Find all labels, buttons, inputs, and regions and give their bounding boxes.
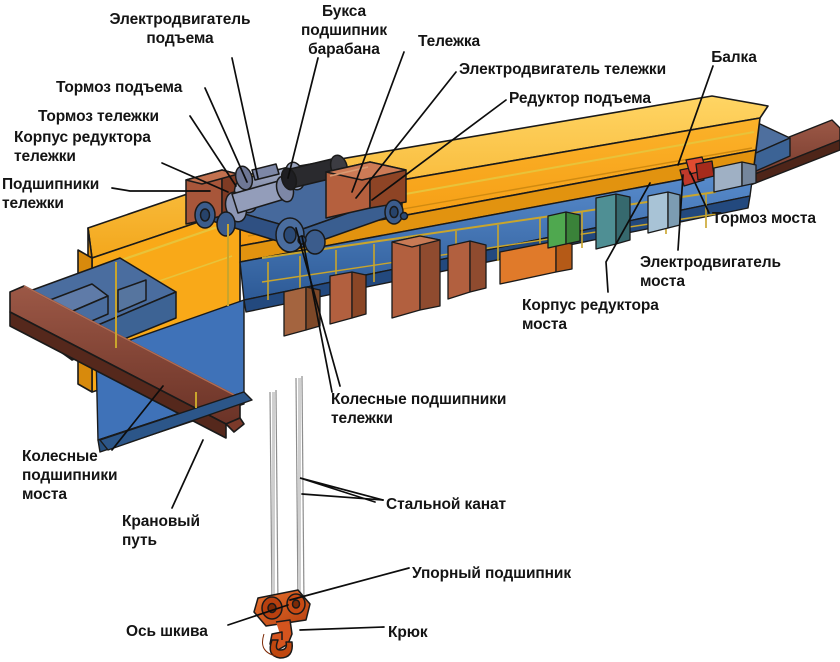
label-bridge-brake: Тормоз моста [712, 210, 816, 227]
label-trolley-motor: Электродвигатель тележки [459, 61, 666, 78]
trolley-assembly [185, 154, 409, 255]
label-hoist-motor: Электродвигатель подъема [109, 11, 251, 47]
leader-line-trolley-wheel-brgs2 [301, 235, 333, 393]
leader-line-trolley-bearings [111, 187, 211, 192]
label-hoist-brake: Тормоз подъема [56, 79, 183, 96]
label-trolley-wheel-brgs: Колесные подшипники тележки [331, 391, 507, 427]
hook-block [253, 589, 311, 659]
label-trolley-bearings: Подшипники тележки [2, 176, 100, 212]
leader-lines [111, 51, 714, 631]
leader-line-trolley-motor [355, 71, 457, 199]
label-sheave-axle: Ось шкива [126, 623, 208, 640]
rope-highlight [272, 378, 301, 608]
leader-line-beam [677, 65, 714, 166]
leader-line-steel-rope [299, 477, 384, 503]
leader-line-trolley-brake [189, 115, 237, 187]
leader-line-hoist-gearbox [371, 99, 507, 201]
label-crane-runway: Крановый путь [122, 513, 200, 549]
label-beam: Балка [711, 49, 757, 66]
label-bridge-gearcase: Корпус редуктора моста [522, 297, 659, 333]
label-bridge-motor: Электродвигатель моста [640, 254, 781, 290]
girder-trim [115, 224, 229, 408]
leader-line-sheave-axle [227, 604, 289, 626]
label-drum-bearing-box: Букса подшипник барабана [300, 3, 388, 58]
label-steel-rope: Стальной канат [386, 496, 506, 513]
trolley-wheels [194, 199, 404, 255]
leader-line-trolley-gearcase [161, 162, 229, 193]
label-trolley-gearcase: Корпус редуктора тележки [14, 129, 151, 165]
leader-line-trolley-wheel-brgs [295, 227, 341, 387]
leader-line-bridge-motor [677, 174, 684, 251]
label-bridge-wheel-brgs: Колесные подшипники моста [22, 448, 118, 503]
leader-line-hoist-motor [231, 57, 259, 179]
leader-line-steel-rope2 [301, 493, 384, 501]
leader-line-drum-bearing-box [287, 57, 319, 179]
leader-line-hook [299, 626, 385, 631]
leader-line-bridge-wheel-brgs [111, 385, 164, 451]
steel-ropes [269, 375, 305, 609]
leader-line-bridge-gearcase [605, 182, 651, 293]
leader-line-trolley [351, 51, 405, 193]
runway-rail-near [9, 285, 245, 439]
leader-line-crane-runway [171, 439, 204, 509]
label-hook: Крюк [388, 624, 428, 641]
label-trolley-brake: Тормоз тележки [38, 108, 159, 125]
leader-line-thrust-bearing [289, 567, 410, 601]
bridge-equipment [283, 156, 757, 337]
label-thrust-bearing: Упорный подшипник [412, 565, 572, 582]
label-hoist-gearbox: Редуктор подъема [509, 90, 651, 107]
leader-line-hoist-brake [204, 87, 248, 183]
leader-line-bridge-brake [689, 171, 710, 214]
label-trolley: Тележка [417, 33, 481, 50]
